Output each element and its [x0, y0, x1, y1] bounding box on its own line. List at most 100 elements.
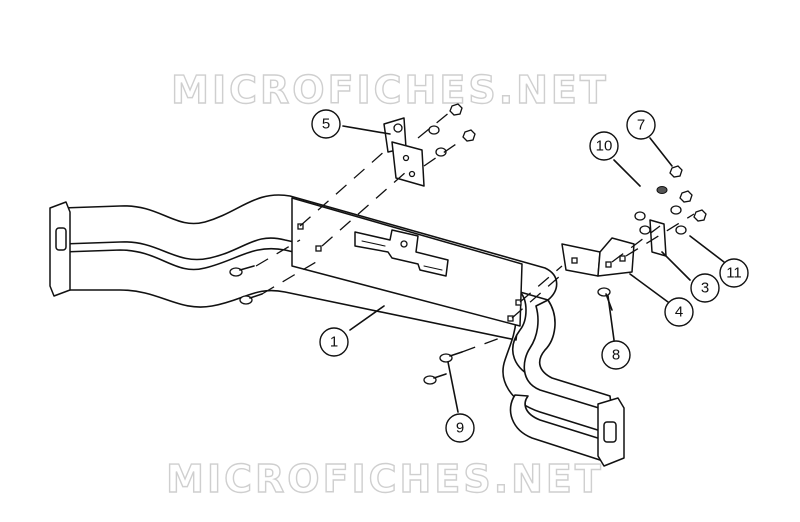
callout-1[interactable]: 1 — [319, 327, 349, 357]
centerline — [511, 275, 561, 319]
centerline — [261, 261, 317, 295]
watermark-bottom: MICROFICHES.NET — [166, 457, 604, 501]
bracket-hole — [400, 240, 408, 248]
nut — [462, 129, 476, 142]
centerline — [423, 139, 463, 167]
callout-10-circle — [589, 131, 619, 161]
bracket-plate — [391, 141, 425, 187]
watermark-top: MICROFICHES.NET — [171, 68, 609, 112]
leader-5 — [342, 125, 391, 135]
callout-9[interactable]: 9 — [445, 413, 475, 443]
bolt-9a — [439, 351, 463, 363]
bracket-slot-right — [423, 265, 443, 271]
bolt-shank — [449, 351, 463, 357]
bracket-hole — [619, 255, 626, 262]
callout-8[interactable]: 8 — [601, 340, 631, 370]
washer — [670, 205, 682, 215]
backing-plate — [649, 219, 667, 257]
callout-1-circle — [319, 327, 349, 357]
bolt-head — [439, 353, 453, 363]
centerline — [461, 337, 501, 353]
nut — [449, 103, 463, 116]
plate-hole — [507, 315, 514, 322]
centerline — [611, 225, 661, 263]
callout-3-circle — [690, 273, 720, 303]
centerline — [519, 265, 563, 303]
washer — [634, 211, 646, 221]
callout-3-label: 3 — [701, 280, 709, 297]
callout-3[interactable]: 3 — [690, 273, 720, 303]
leader-7 — [649, 137, 673, 167]
assembly-centerlines — [255, 111, 695, 353]
callout-leaders — [342, 125, 725, 413]
washer — [428, 125, 440, 135]
bolt-head — [423, 375, 437, 385]
bolt-shank — [249, 293, 263, 299]
left-bracket-hardware — [428, 103, 476, 157]
leader-4 — [629, 273, 669, 303]
callout-5-label: 5 — [322, 116, 330, 133]
callout-4-circle — [664, 297, 694, 327]
right-bracket-hardware — [634, 165, 707, 235]
callout-1-label: 1 — [330, 334, 338, 351]
nut — [693, 209, 707, 222]
bolt-shank — [433, 373, 447, 379]
bolt-shank — [239, 265, 255, 271]
bracket-slot-left — [361, 240, 386, 247]
callout-11[interactable]: 11 — [719, 258, 749, 288]
centerline — [299, 149, 387, 227]
plate-hole — [515, 299, 522, 306]
leader-10 — [613, 159, 641, 187]
left-end-slot — [55, 227, 67, 251]
callout-10[interactable]: 10 — [589, 131, 619, 161]
bracket-hole — [393, 123, 403, 133]
callout-8-label: 8 — [612, 347, 620, 364]
callout-4[interactable]: 4 — [664, 297, 694, 327]
nut — [679, 190, 693, 203]
bracket-hole — [408, 170, 416, 178]
leader-1 — [349, 305, 385, 331]
plate-hole — [297, 223, 304, 230]
lock-washer — [656, 186, 668, 194]
callout-5-circle — [311, 109, 341, 139]
callout-7-circle — [626, 110, 656, 140]
callout-10-label: 10 — [596, 138, 613, 155]
nut — [669, 165, 683, 178]
bracket-base — [561, 243, 601, 277]
washer — [435, 147, 447, 157]
license-bracket — [354, 229, 449, 277]
callout-11-label: 11 — [726, 265, 742, 282]
callout-8-circle — [601, 340, 631, 370]
callout-5[interactable]: 5 — [311, 109, 341, 139]
bracket-side — [597, 237, 635, 277]
bracket-hole — [605, 261, 612, 268]
bracket-hole — [571, 257, 578, 264]
centerline — [255, 239, 301, 267]
callout-4-label: 4 — [675, 304, 683, 321]
centerline — [321, 171, 407, 247]
callout-7[interactable]: 7 — [626, 110, 656, 140]
centerline — [625, 213, 695, 257]
bolt-head — [239, 295, 253, 305]
bolt-head — [597, 287, 611, 297]
leader-8 — [607, 295, 615, 341]
bumper-tube-assembly — [49, 194, 625, 467]
callout-9-circle — [445, 413, 475, 443]
bolt-head — [229, 267, 243, 277]
callout-9-label: 9 — [456, 420, 464, 437]
bolt-9b — [423, 373, 447, 385]
bolt-left-lower — [239, 293, 263, 305]
washer — [675, 225, 687, 235]
callout-11-circle — [719, 258, 749, 288]
centerline — [417, 111, 451, 139]
plate-hole — [315, 245, 322, 252]
washer — [639, 225, 651, 235]
left-mount-bracket — [383, 117, 425, 187]
callout-7-label: 7 — [637, 117, 645, 134]
bracket-hole — [402, 154, 410, 162]
leader-9 — [447, 361, 459, 413]
bolt-left-upper — [229, 265, 255, 277]
leader-3 — [661, 251, 691, 281]
right-end-slot — [603, 421, 617, 443]
